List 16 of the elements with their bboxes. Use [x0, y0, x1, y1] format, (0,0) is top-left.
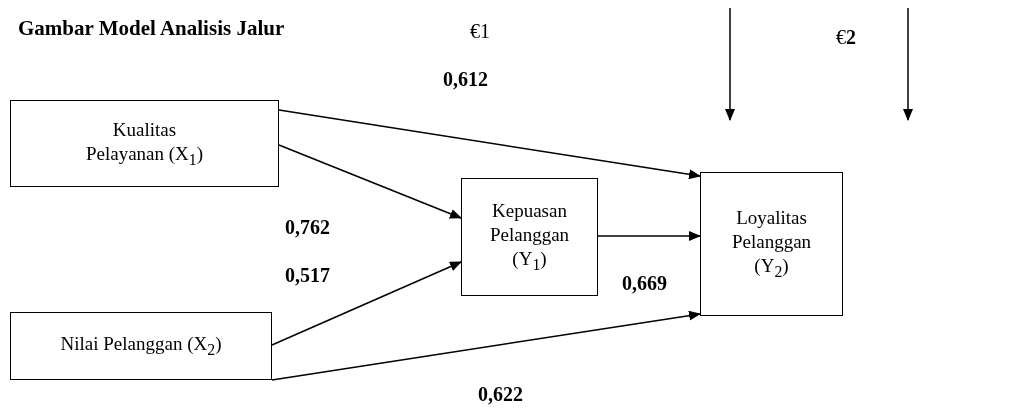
variable-box	[10, 100, 279, 187]
path-arrow	[597, 231, 701, 241]
variable-name: Kepuasan Pelanggan (Y$_{1}$)	[488, 199, 571, 275]
path-arrow	[278, 144, 462, 219]
variable-name: Kualitas Pelayanan (X$_{1}$)	[84, 117, 205, 170]
variable-box	[461, 178, 598, 296]
variable-name: Loyalitas Pelanggan (Y$_{2}$)	[730, 206, 813, 282]
variable-box	[700, 172, 843, 316]
diagram-title: Gambar Model Analisis Jalur	[18, 16, 285, 41]
path-arrow	[278, 109, 701, 180]
variable-name: Nilai Pelanggan (X$_{2}$)	[60, 332, 222, 360]
error-term-label: €2	[836, 26, 856, 49]
path-arrow	[271, 261, 462, 346]
error-term-label: €1	[470, 20, 490, 43]
path-arrow	[271, 310, 701, 381]
variable-box	[10, 312, 272, 380]
